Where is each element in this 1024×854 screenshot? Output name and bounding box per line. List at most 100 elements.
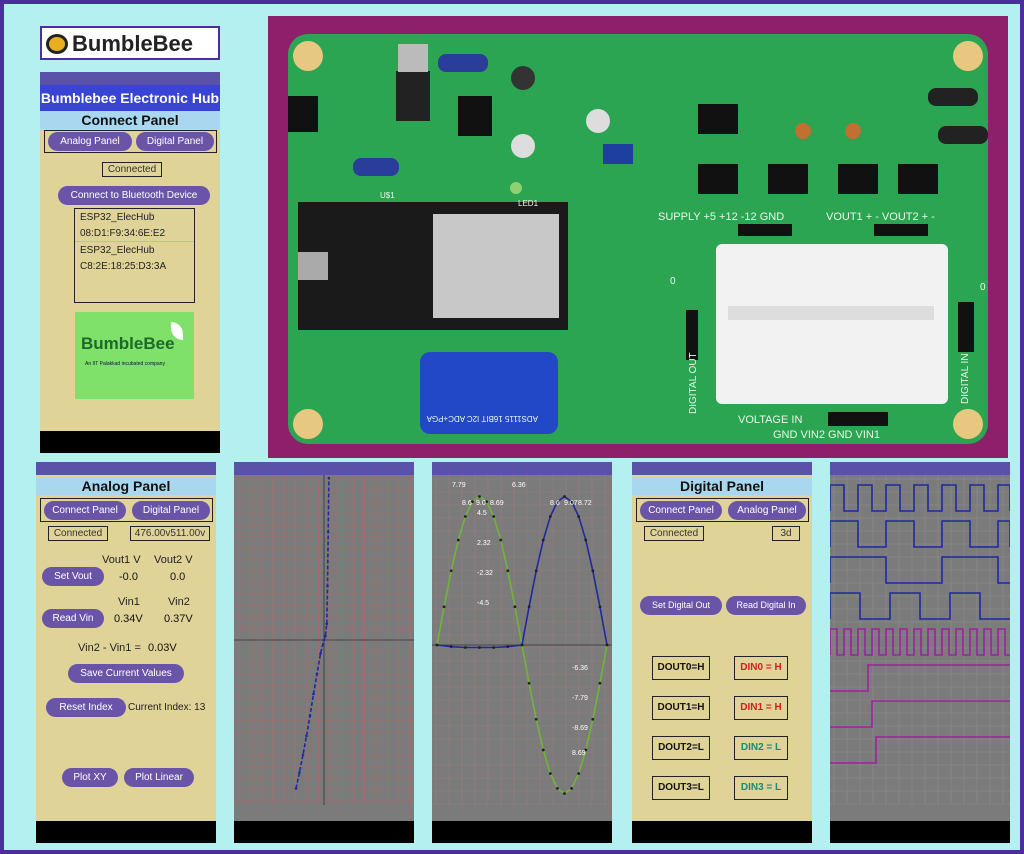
value-label: -2.32	[477, 570, 493, 577]
waveform-trace-2	[830, 556, 1010, 584]
capacitor	[438, 54, 488, 72]
connect-panel-button[interactable]: Connect Panel	[640, 501, 722, 520]
vin2-value: 0.37V	[164, 613, 193, 625]
status-bar	[36, 462, 216, 475]
data-point	[548, 515, 552, 518]
nav-bar	[40, 431, 220, 453]
save-values-button[interactable]: Save Current Values	[68, 664, 184, 683]
data-point	[492, 515, 496, 518]
waveform-trace-5	[830, 664, 1010, 692]
digital-panel-button[interactable]: Digital Panel	[132, 501, 210, 520]
bluetooth-connect-button[interactable]: Connect to Bluetooth Device	[58, 186, 210, 205]
waveform-trace-6	[830, 700, 1010, 728]
ic-chip	[768, 164, 808, 194]
header-voltage-in	[828, 412, 888, 426]
digital-in-label: DIGITAL IN	[960, 353, 971, 404]
device-address[interactable]: 08:D1:F9:34:6E:E2	[75, 223, 194, 242]
waveform-phone	[830, 462, 1010, 843]
data-point	[584, 538, 588, 542]
plot-linear-button[interactable]: Plot Linear	[124, 768, 194, 787]
led-label: LED1	[518, 199, 539, 208]
xy-data-point	[305, 734, 308, 738]
set-digital-out-button[interactable]: Set Digital Out	[640, 596, 722, 615]
ic-chip	[458, 96, 492, 136]
device-item[interactable]: ESP32_ElecHub	[80, 245, 155, 256]
connect-panel-title: Connect Panel	[40, 111, 220, 129]
xy-data-point	[319, 652, 322, 655]
current-index: Current Index: 13	[128, 702, 206, 713]
nav-bar	[432, 821, 612, 843]
value-label: -7.79	[572, 695, 588, 702]
mount-hole	[953, 409, 983, 439]
data-point	[499, 538, 503, 542]
waveform-trace-0	[830, 484, 1010, 512]
xy-data-point	[312, 692, 315, 696]
din-2: DIN2 = L	[734, 736, 788, 760]
set-vout-button[interactable]: Set Vout	[42, 567, 104, 586]
digital-panel-button[interactable]: Digital Panel	[136, 132, 214, 151]
banner-brand: BumbleBee	[81, 334, 175, 353]
reset-index-button[interactable]: Reset Index	[46, 698, 126, 717]
din-3: DIN3 = L	[734, 776, 788, 800]
data-point	[527, 605, 531, 609]
connect-panel-button[interactable]: Connect Panel	[44, 501, 126, 520]
dout-0[interactable]: DOUT0=H	[652, 656, 710, 680]
value-label: 6.36	[512, 482, 526, 489]
plot-xy-button[interactable]: Plot XY	[62, 768, 118, 787]
panel-switch-box	[636, 498, 809, 522]
vout2-label: Vout2 V	[154, 554, 193, 566]
analog-panel-button[interactable]: Analog Panel	[48, 132, 132, 151]
vout1-value[interactable]: -0.0	[119, 571, 138, 583]
xy-data-point	[294, 787, 298, 790]
dout-3[interactable]: DOUT3=L	[652, 776, 710, 800]
digital-panel-title: Digital Panel	[632, 477, 812, 495]
header-digital-out	[686, 310, 698, 360]
vout2-value[interactable]: 0.0	[170, 571, 186, 583]
xy-data-point	[326, 584, 329, 588]
analog-panel-button[interactable]: Analog Panel	[728, 501, 806, 520]
value-label: -6.36	[572, 665, 588, 672]
data-point	[506, 645, 510, 649]
device-item[interactable]: ESP32_ElecHub	[80, 212, 155, 223]
capacitor	[938, 126, 988, 144]
capacitor	[928, 88, 978, 106]
digital-out-label: DIGITAL OUT	[688, 352, 699, 414]
vin-row-label: GND VIN2 GND VIN1	[773, 429, 880, 441]
peak-label: 8.69	[490, 500, 504, 507]
bumblebee-logo: BumbleBee	[40, 26, 220, 60]
read-vin-button[interactable]: Read Vin	[42, 609, 104, 628]
xy-plot-phone	[234, 462, 414, 843]
din-1: DIN1 = H	[734, 696, 788, 720]
value-label: 2.32	[477, 540, 491, 547]
banner-tagline: An IIT Palakkad incubated company	[85, 361, 165, 367]
data-point	[520, 643, 524, 647]
ic-chip	[698, 164, 738, 194]
peak-label: 9.0	[476, 500, 486, 507]
zero-label-b: 0	[980, 282, 986, 293]
data-point	[485, 500, 488, 504]
ceramic-cap	[795, 123, 811, 139]
dout-1[interactable]: DOUT1=H	[652, 696, 710, 720]
xy-data-point	[315, 672, 319, 676]
leaf-icon	[171, 322, 183, 340]
header-digital-in	[958, 302, 974, 352]
data-point	[463, 646, 467, 649]
supply-label: SUPPLY +5 +12 -12 GND	[658, 211, 784, 223]
data-point	[534, 717, 538, 721]
peak-label: 8.72	[578, 500, 592, 507]
usb-port	[298, 252, 328, 280]
data-point	[591, 717, 595, 721]
xy-data-point	[327, 476, 331, 480]
trimpot	[603, 144, 633, 164]
device-address[interactable]: C8:2E:18:25:D3:3A	[80, 261, 167, 272]
dout-2[interactable]: DOUT2=L	[652, 736, 710, 760]
read-digital-in-button[interactable]: Read Digital In	[726, 596, 806, 615]
mount-hole	[953, 41, 983, 71]
status-bar	[632, 462, 812, 475]
status-bar	[40, 72, 220, 85]
device-list[interactable]: ESP32_ElecHub 08:D1:F9:34:6E:E2 ESP32_El…	[74, 208, 195, 303]
waveform-trace-7	[830, 736, 1010, 764]
data-point	[577, 772, 581, 775]
collage-canvas: Bumblebee Electronic Hub Connect Panel A…	[4, 4, 1020, 850]
